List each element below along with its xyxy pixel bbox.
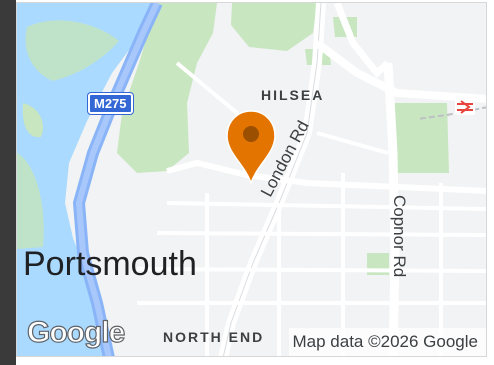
area-label-hilsea: HILSEA [261, 87, 325, 103]
map-attribution[interactable]: Map data ©2026 Google [288, 328, 486, 356]
motorway-m275-center [75, 3, 160, 356]
park-north [231, 3, 317, 51]
minor-roads [136, 61, 486, 356]
road-hilsea-link [314, 39, 486, 103]
road-label-copnor-rd: Copnor Rd [390, 195, 409, 278]
district-label-north-end: NORTH END [163, 329, 265, 345]
google-logo: Google [26, 315, 126, 349]
left-edge-strip [0, 0, 16, 365]
island-3 [22, 103, 43, 138]
park-east [389, 103, 449, 173]
road-ne [333, 3, 391, 79]
island-1 [25, 20, 119, 81]
city-label-portsmouth: Portsmouth [23, 245, 197, 283]
road-shield-m275: M275 [88, 93, 133, 114]
map-canvas[interactable] [17, 3, 487, 357]
location-pin-icon[interactable] [225, 109, 277, 185]
island-2 [17, 153, 44, 249]
water-harbour [17, 3, 157, 356]
road-copnor [383, 62, 400, 356]
rail-station-icon [455, 99, 475, 115]
map-frame[interactable]: HILSEA London Rd Copnor Rd Portsmouth NO… [16, 2, 487, 357]
park-west [117, 3, 217, 173]
